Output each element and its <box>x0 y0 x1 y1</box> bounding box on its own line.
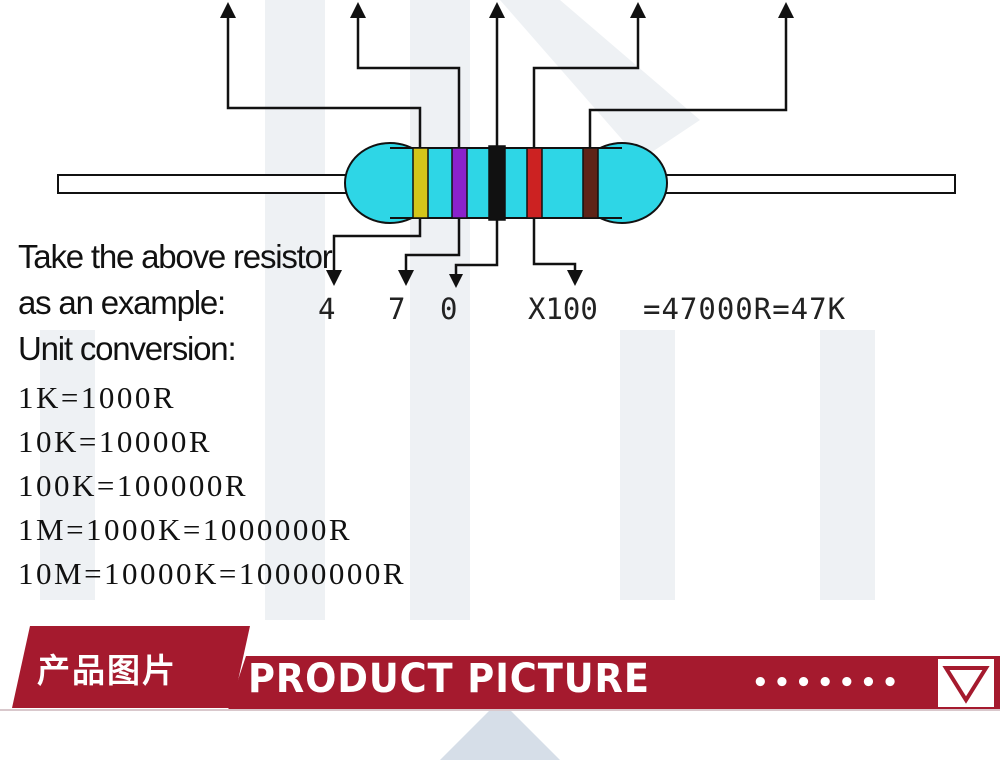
left-lead <box>57 174 359 194</box>
multiplier-label: X100 <box>528 292 598 326</box>
band-1-digit: 4 <box>318 292 336 326</box>
down-arrowheads <box>326 270 583 288</box>
resistor-diagram <box>57 2 956 288</box>
result-text: =47000R=47K <box>643 292 847 326</box>
band-4 <box>526 147 543 219</box>
upward-arrows <box>226 10 788 148</box>
band-5 <box>582 147 599 219</box>
banner-title-cn: 产品图片 <box>37 651 177 690</box>
band-2 <box>451 147 468 219</box>
conversion-1: 1K=1000R <box>18 380 177 415</box>
intro-line-3: Unit conversion: <box>18 330 237 367</box>
intro-line-2: as an example: <box>18 284 226 321</box>
right-lead <box>654 174 956 194</box>
band-2-digit: 7 <box>388 292 406 326</box>
banner-dots: ••••••• <box>752 668 904 698</box>
banner-title-en: PRODUCT PICTURE <box>248 656 650 702</box>
conversion-2: 10K=10000R <box>18 424 213 459</box>
band-3 <box>488 145 506 221</box>
band-3-digit: 0 <box>440 292 458 326</box>
triangle-down-icon <box>938 659 994 707</box>
resistor-body <box>344 142 668 224</box>
conversion-5: 10M=10000K=10000000R <box>18 556 407 591</box>
conversion-3: 100K=100000R <box>18 468 249 503</box>
conversion-4: 1M=1000K=1000000R <box>18 512 353 547</box>
product-picture-banner <box>0 626 1000 711</box>
band-1 <box>412 147 429 219</box>
intro-line-1: Take the above resistor <box>18 238 333 275</box>
downward-arrows <box>332 218 577 275</box>
up-arrowheads <box>220 2 794 18</box>
